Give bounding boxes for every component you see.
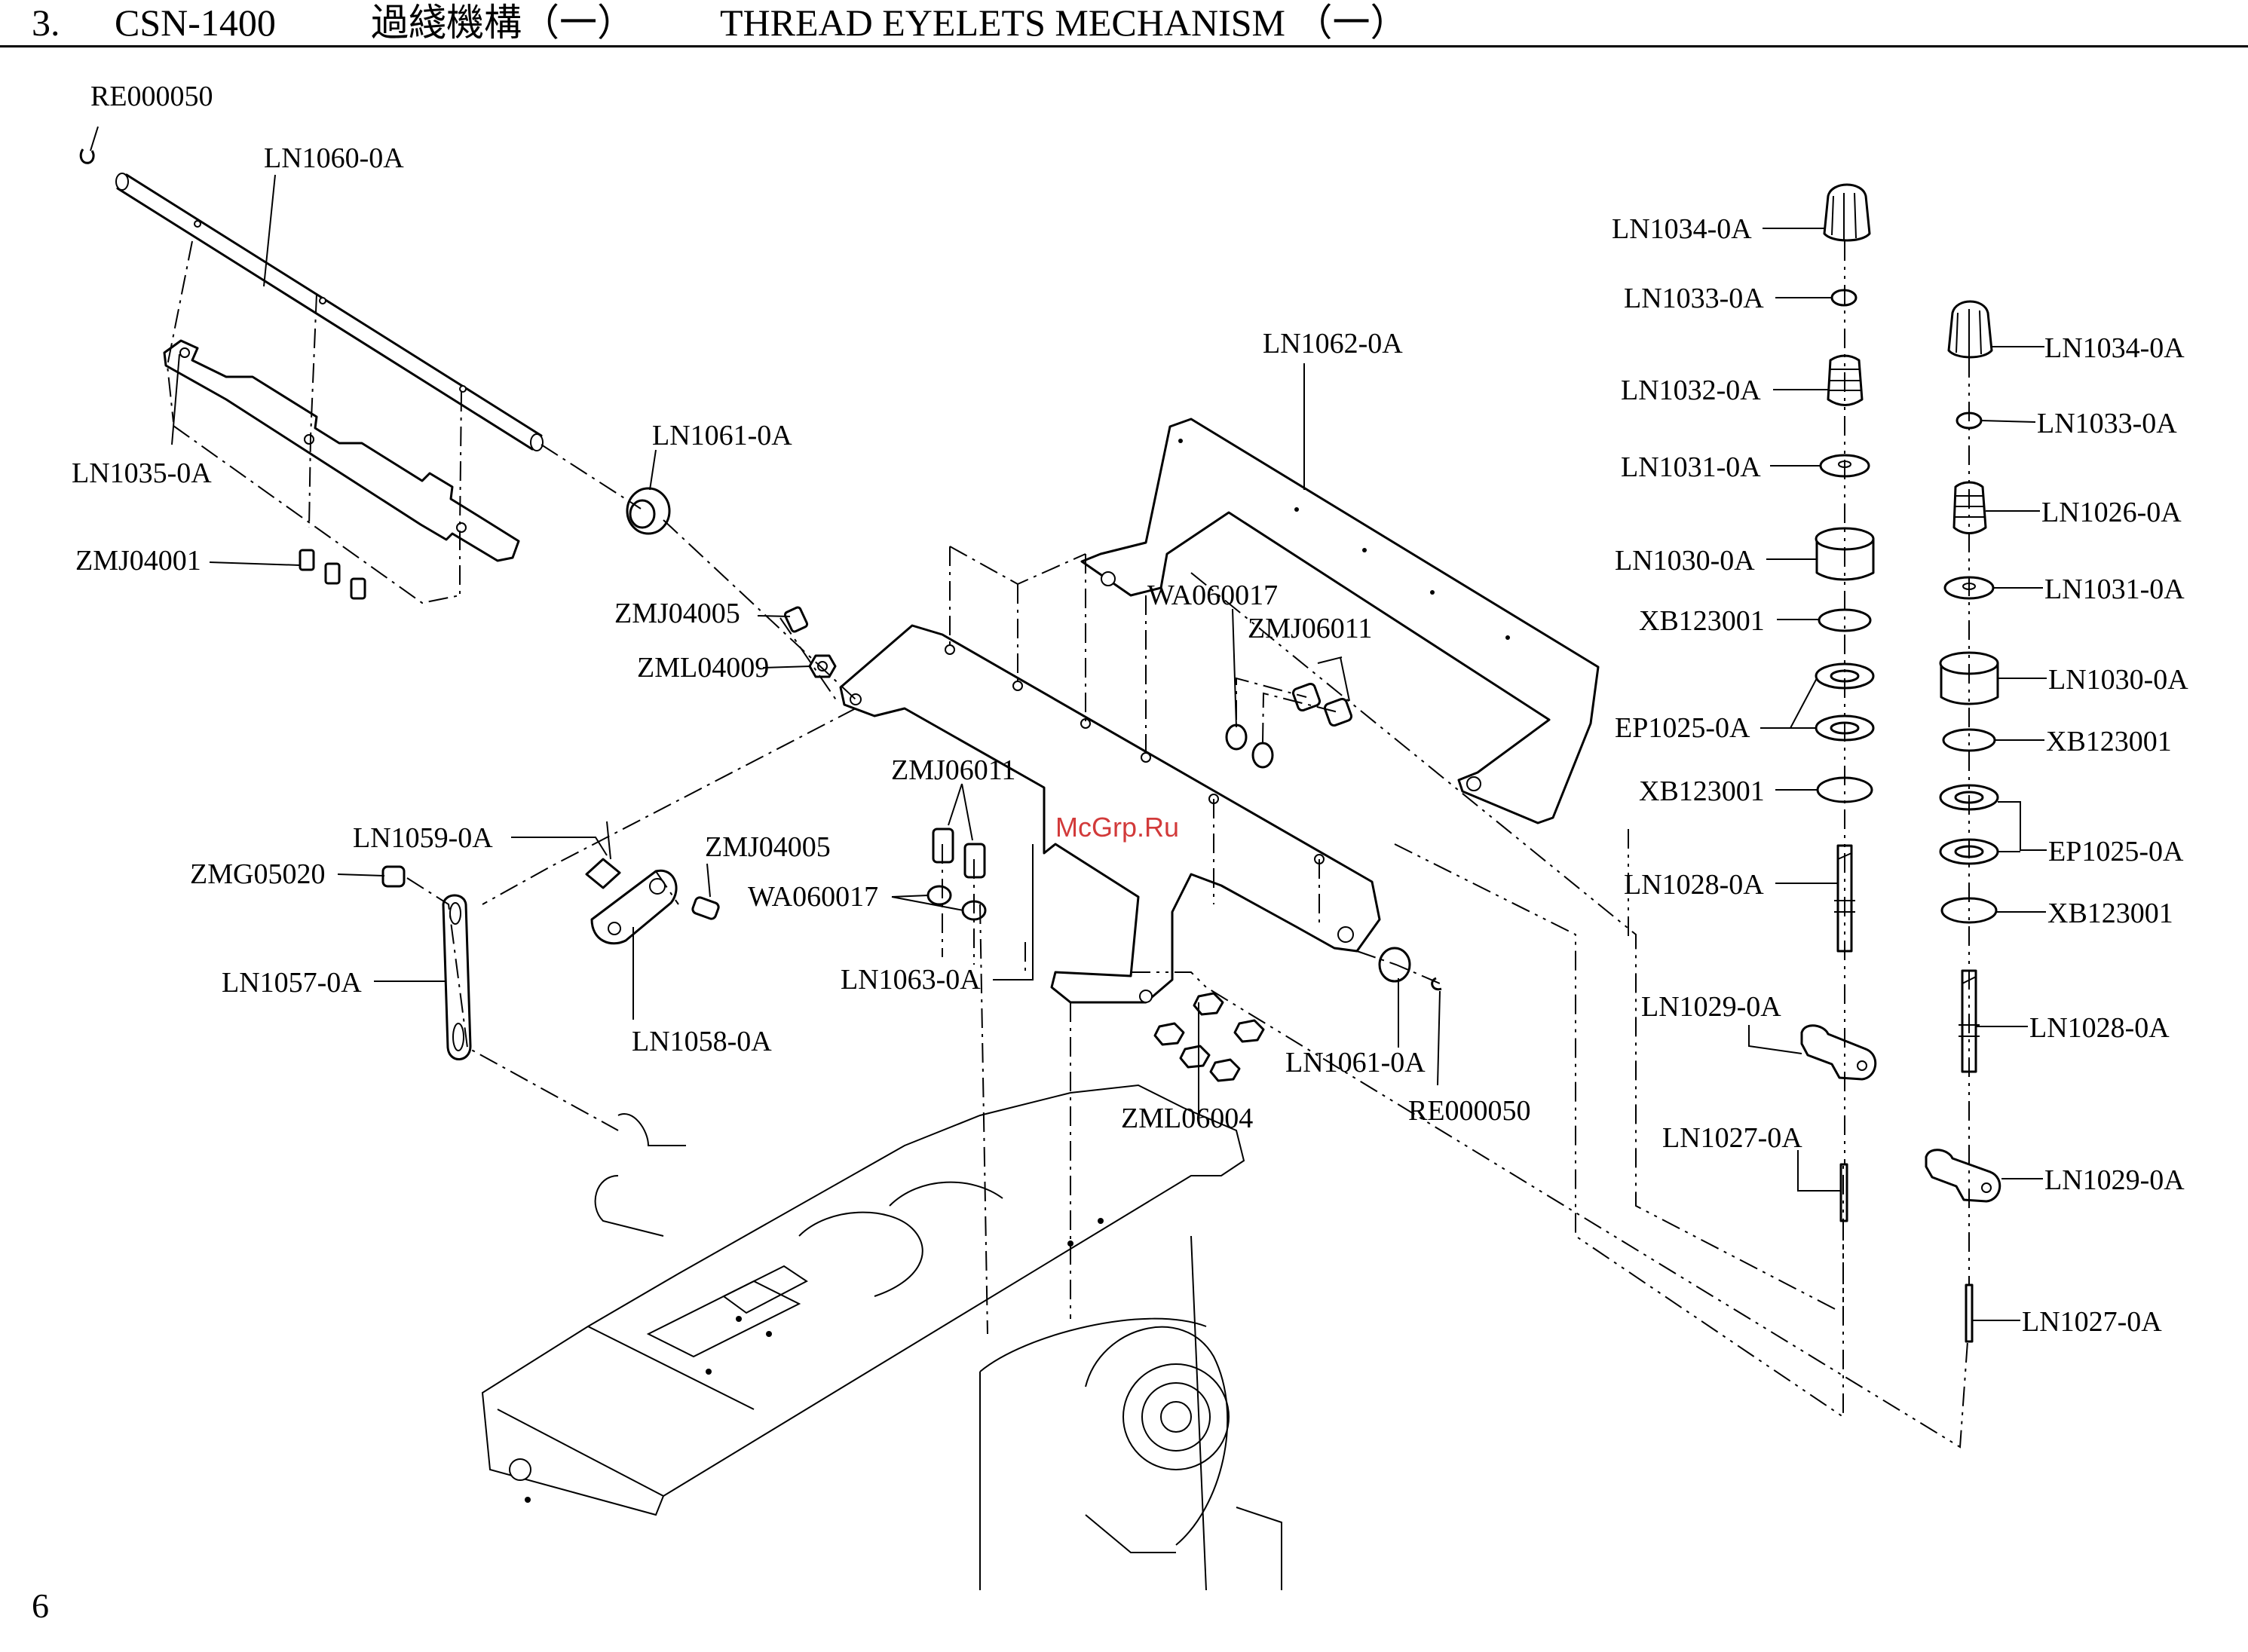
main-plate-part bbox=[839, 624, 1381, 1004]
part-label: LN1034-0A bbox=[1612, 213, 1752, 245]
part-label: LN1034-0A bbox=[2044, 332, 2185, 364]
part-label: EP1025-0A bbox=[2048, 836, 2184, 867]
part-label: LN1059-0A bbox=[353, 822, 493, 854]
lever-part bbox=[585, 821, 720, 945]
title-english: THREAD EYELETS MECHANISM （一） bbox=[720, 2, 1408, 44]
tension-assembly-b bbox=[1925, 300, 2001, 1343]
machine-frame-sketch bbox=[481, 1084, 1282, 1591]
part-label: LN1035-0A bbox=[72, 457, 212, 489]
part-label: XB123001 bbox=[1639, 776, 1765, 807]
part-label: LN1028-0A bbox=[2029, 1012, 2170, 1044]
part-label: XB123001 bbox=[1639, 605, 1765, 637]
nut-part bbox=[1153, 992, 1265, 1082]
part-label: LN1027-0A bbox=[1662, 1122, 1802, 1154]
part-labels: RE000050 LN1060-0A LN1035-0A ZMJ04001 LN… bbox=[72, 81, 2188, 1338]
page-number: 6 bbox=[32, 1586, 49, 1625]
part-label: LN1057-0A bbox=[222, 967, 362, 999]
model-number: CSN-1400 bbox=[115, 2, 276, 44]
part-label: LN1031-0A bbox=[1621, 451, 1761, 483]
part-label: RE000050 bbox=[1408, 1095, 1531, 1127]
part-label: LN1061-0A bbox=[652, 420, 792, 451]
part-label: ZMJ04005 bbox=[705, 831, 831, 863]
plate-part bbox=[163, 339, 520, 562]
page-header: 3. CSN-1400 過綫機構（一） THREAD EYELETS MECHA… bbox=[0, 0, 2248, 50]
watermark: McGrp.Ru bbox=[1055, 812, 1179, 843]
bushing-part bbox=[626, 487, 671, 535]
part-label: LN1062-0A bbox=[1263, 328, 1403, 359]
part-label: EP1025-0A bbox=[1615, 712, 1750, 744]
part-label: ZMJ06011 bbox=[891, 754, 1015, 786]
part-label: LN1027-0A bbox=[2022, 1306, 2162, 1338]
set-screw-part bbox=[381, 865, 406, 888]
part-label: ZMJ06011 bbox=[1248, 613, 1372, 644]
washer-screw-part bbox=[1225, 682, 1353, 769]
part-label: LN1028-0A bbox=[1624, 869, 1764, 901]
part-label: ZML06004 bbox=[1121, 1103, 1253, 1134]
part-label: LN1030-0A bbox=[2048, 664, 2188, 696]
part-label: ZML04009 bbox=[637, 652, 769, 684]
screw-part bbox=[299, 549, 366, 600]
part-label: LN1060-0A bbox=[264, 142, 404, 174]
part-label: ZMG05020 bbox=[190, 858, 325, 890]
part-label: LN1031-0A bbox=[2044, 574, 2185, 605]
part-label: LN1030-0A bbox=[1615, 545, 1755, 577]
part-label: WA060017 bbox=[1147, 580, 1278, 611]
link-part bbox=[442, 894, 472, 1060]
header-rule bbox=[0, 45, 2248, 47]
part-label: WA060017 bbox=[748, 881, 878, 913]
part-label: LN1033-0A bbox=[1624, 283, 1764, 314]
part-label: XB123001 bbox=[2047, 898, 2173, 929]
section-number: 3. bbox=[32, 2, 60, 44]
tension-assembly-a bbox=[1800, 183, 1877, 1222]
part-label: ZMJ04005 bbox=[614, 598, 740, 629]
screw-nut-part bbox=[783, 606, 837, 678]
bushing-clip-part bbox=[1378, 947, 1442, 991]
title-chinese: 過綫機構（一） bbox=[371, 2, 635, 44]
part-label: LN1063-0A bbox=[841, 964, 981, 996]
part-label: LN1029-0A bbox=[1641, 991, 1781, 1023]
part-label: LN1029-0A bbox=[2044, 1164, 2185, 1196]
part-label: ZMJ04001 bbox=[75, 545, 201, 577]
part-label: LN1061-0A bbox=[1285, 1047, 1426, 1078]
shaft-part bbox=[79, 148, 544, 451]
part-label: LN1026-0A bbox=[2041, 497, 2182, 528]
leader-lines bbox=[90, 126, 2047, 1321]
part-label: RE000050 bbox=[90, 81, 213, 112]
part-label: LN1032-0A bbox=[1621, 375, 1761, 406]
construction-lines bbox=[166, 240, 1970, 1449]
part-label: LN1033-0A bbox=[2037, 408, 2177, 439]
part-label: LN1058-0A bbox=[632, 1026, 772, 1057]
part-label: XB123001 bbox=[2046, 726, 2172, 757]
